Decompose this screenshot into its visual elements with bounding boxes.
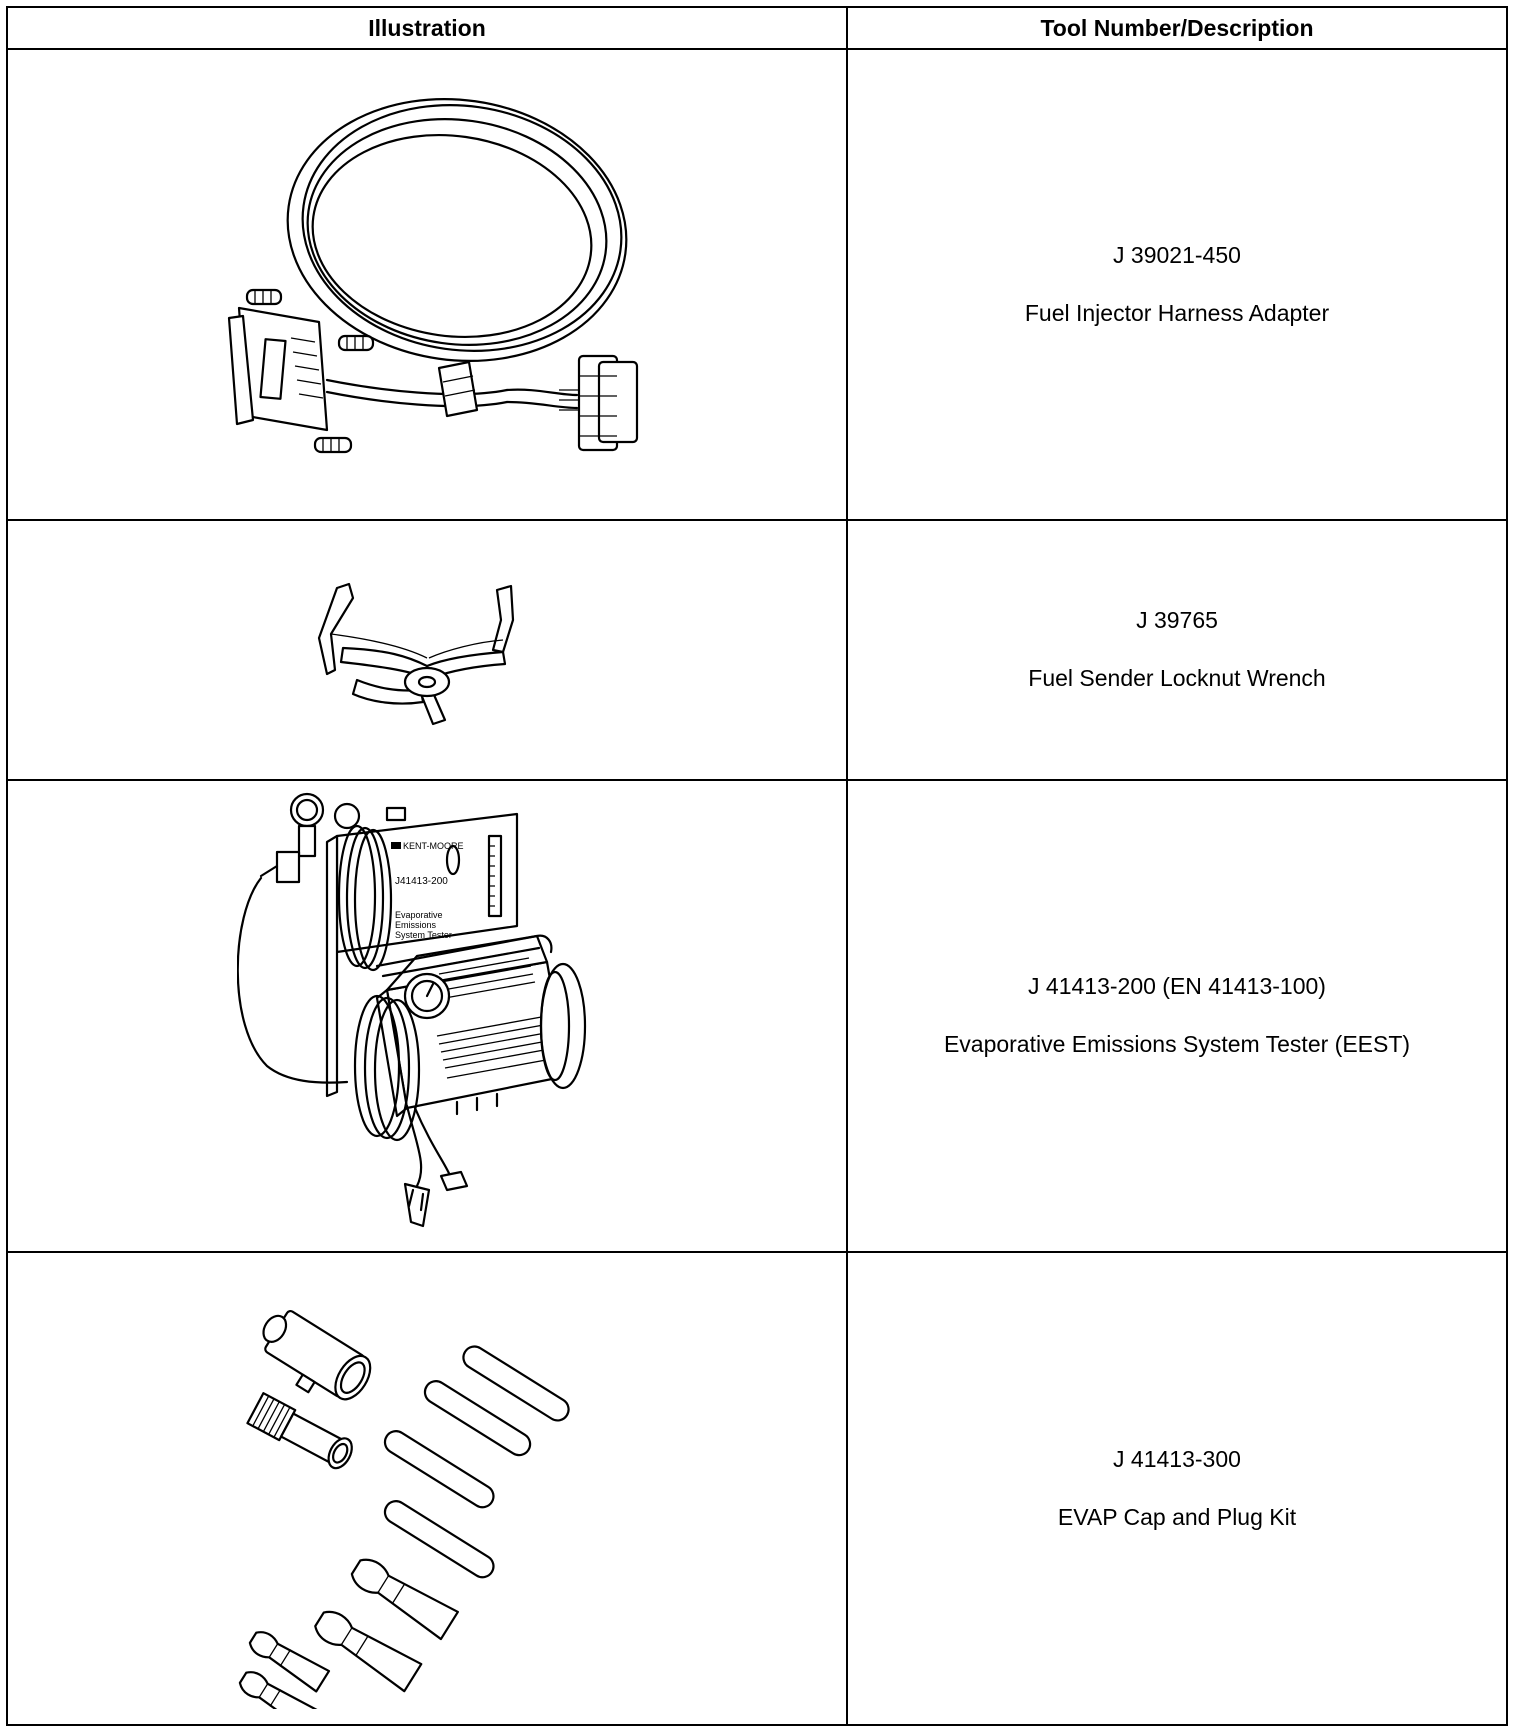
description-cell: J 41413-300 EVAP Cap and Plug Kit <box>846 1251 1508 1726</box>
harness-adapter-illustration <box>227 97 639 453</box>
cap-plug-kit-illustration <box>238 1309 570 1709</box>
illustration-cell <box>6 1251 848 1726</box>
tool-number: J 41413-300 <box>1113 1445 1241 1472</box>
table-header-row: Illustration Tool Number/Description <box>6 6 1508 50</box>
illustration-cell <box>6 519 848 781</box>
label-line-2: Emissions <box>395 920 437 930</box>
table-row: J 39765 Fuel Sender Locknut Wrench <box>6 519 1508 781</box>
description-cell: J 41413-200 (EN 41413-100) Evaporative E… <box>846 779 1508 1253</box>
table-row: J 41413-300 EVAP Cap and Plug Kit <box>6 1251 1508 1726</box>
description-cell: J 39765 Fuel Sender Locknut Wrench <box>846 519 1508 781</box>
header-illustration: Illustration <box>6 6 848 50</box>
tool-number: J 39021-450 <box>1113 241 1241 268</box>
model-label: J41413-200 <box>395 876 448 887</box>
tools-table: Illustration Tool Number/Description <box>6 6 1508 1726</box>
tool-description: Fuel Sender Locknut Wrench <box>1028 665 1326 691</box>
tool-number: J 39765 <box>1136 607 1218 634</box>
illustration-cell <box>6 48 848 521</box>
locknut-wrench-illustration <box>317 582 515 726</box>
header-tool-description: Tool Number/Description <box>846 6 1508 50</box>
tool-description: Fuel Injector Harness Adapter <box>1024 299 1330 326</box>
table-row: J 39021-450 Fuel Injector Harness Adapte… <box>6 48 1508 521</box>
label-line-1: Evaporative <box>395 910 443 920</box>
table-row: KENT-MOORE J41413-200 Evaporative Emissi… <box>6 779 1508 1253</box>
brand-label: KENT-MOORE <box>403 841 464 851</box>
tool-description: EVAP Cap and Plug Kit <box>1057 1503 1297 1530</box>
description-cell: J 39021-450 Fuel Injector Harness Adapte… <box>846 48 1508 521</box>
tool-number: J 41413-200 (EN 41413-100) <box>1028 973 1326 1000</box>
illustration-cell: KENT-MOORE J41413-200 Evaporative Emissi… <box>6 779 848 1253</box>
label-line-3: System Tester <box>395 930 452 940</box>
evap-tester-illustration: KENT-MOORE J41413-200 Evaporative Emissi… <box>237 792 587 1228</box>
tool-description: Evaporative Emissions System Tester (EES… <box>943 1031 1411 1057</box>
